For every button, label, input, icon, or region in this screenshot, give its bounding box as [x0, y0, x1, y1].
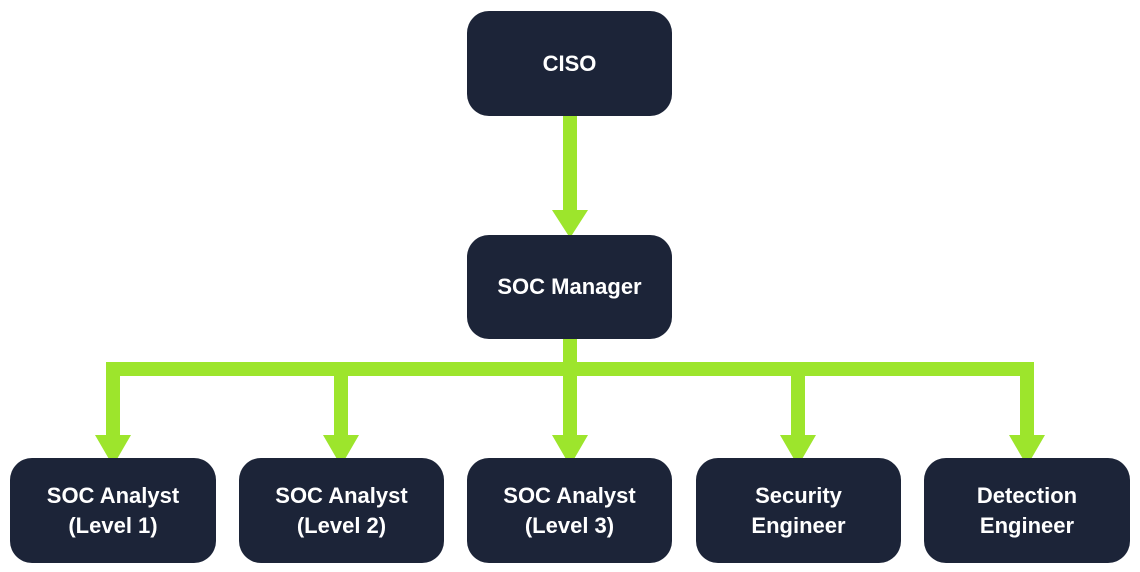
node-label-line2: (Level 1) [68, 512, 158, 538]
node-soc-analyst-level-1: SOC Analyst (Level 1) [10, 458, 216, 563]
node-soc-analyst-level-3: SOC Analyst (Level 3) [467, 458, 672, 563]
node-label-line2: (Level 3) [524, 512, 615, 538]
node-label-line2: (Level 2) [296, 512, 387, 538]
node-label-line1: SOC Analyst [275, 482, 408, 508]
node-soc-manager-label: SOC Manager [497, 274, 642, 299]
node-security-engineer: Security Engineer [696, 458, 901, 563]
node-label-line2: Engineer [751, 512, 846, 538]
node-label-line1: Security [755, 482, 842, 508]
arrowhead-report-2 [323, 435, 359, 466]
node-ciso: CISO [467, 11, 672, 116]
node-label-line1: SOC Analyst [46, 482, 180, 508]
node-label-line2: Engineer [979, 512, 1075, 538]
arrowhead-report-1 [95, 435, 131, 466]
node-label-line1: SOC Analyst [503, 482, 636, 508]
node-ciso-label: CISO [542, 50, 597, 76]
node-detection-engineer: Detection Engineer [924, 458, 1130, 563]
arrowhead-report-3 [552, 435, 588, 466]
node-soc-analyst-level-2: SOC Analyst (Level 2) [239, 458, 444, 563]
arrowhead-report-5 [1009, 435, 1045, 466]
arrowhead-manager [552, 210, 588, 238]
node-label-line1: Detection [976, 482, 1078, 508]
arrowhead-report-4 [780, 435, 816, 466]
node-soc-manager: SOC Manager [467, 235, 672, 339]
